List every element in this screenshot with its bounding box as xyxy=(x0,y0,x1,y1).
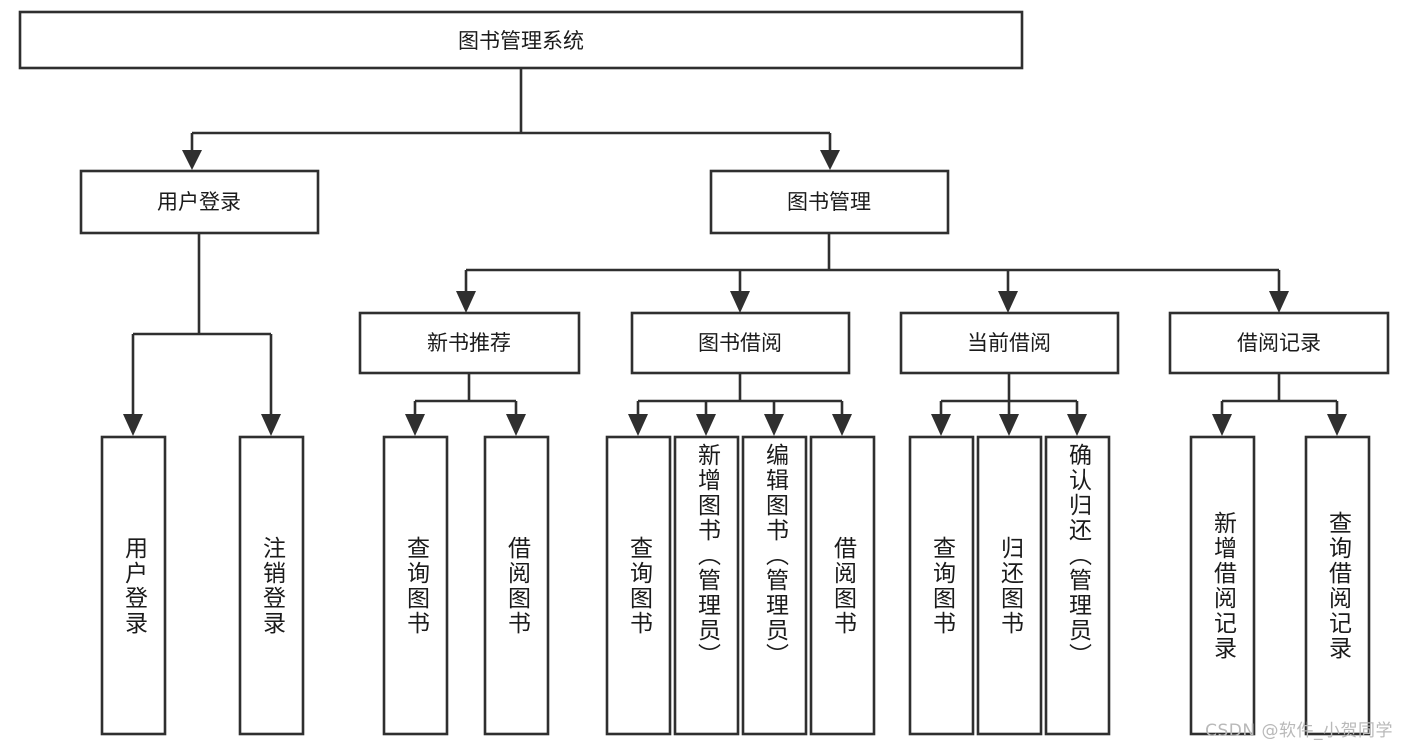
node-current-borrow[interactable]: 当前借阅 xyxy=(899,311,1120,375)
arrow-to-borrow-record-icon xyxy=(1269,291,1289,313)
node-book-borrow[interactable]: 图书借阅 xyxy=(630,311,851,375)
arrow-leaf-add-record-icon xyxy=(1212,414,1232,436)
node-new-book-recommend-label: 新书推荐 xyxy=(427,331,511,355)
arrow-leaf-query-book-2-icon xyxy=(628,414,648,436)
leaf-box-group xyxy=(100,435,1371,736)
node-root-box[interactable] xyxy=(18,10,1024,70)
arrow-leaf-confirm-return-icon xyxy=(1067,414,1087,436)
arrow-leaf-edit-book-icon xyxy=(764,414,784,436)
node-leaf-query-record-box[interactable] xyxy=(1304,435,1371,736)
node-book-borrow-box[interactable] xyxy=(630,311,851,375)
arrow-leaf-borrow-book-1-icon xyxy=(506,414,526,436)
node-new-book-recommend-box[interactable] xyxy=(358,311,581,375)
node-leaf-query-book-1-box[interactable] xyxy=(382,435,449,736)
node-current-borrow-label: 当前借阅 xyxy=(967,331,1051,355)
node-book-borrow-label: 图书借阅 xyxy=(698,331,782,355)
node-book-management-label: 图书管理 xyxy=(787,190,871,214)
node-borrow-record-box[interactable] xyxy=(1168,311,1390,375)
node-leaf-logout-box[interactable] xyxy=(238,435,305,736)
node-leaf-add-book-box[interactable] xyxy=(673,435,740,736)
node-leaf-confirm-return-box[interactable] xyxy=(1044,435,1111,736)
arrow-to-current-borrow-icon xyxy=(998,291,1018,313)
arrow-to-user-login-icon xyxy=(182,150,202,170)
node-new-book-recommend[interactable]: 新书推荐 xyxy=(358,311,581,375)
node-leaf-query-book-3-box[interactable] xyxy=(908,435,975,736)
node-current-borrow-box[interactable] xyxy=(899,311,1120,375)
node-book-management-box[interactable] xyxy=(709,169,950,235)
arrow-leaf-logout-icon xyxy=(261,414,281,436)
arrow-leaf-query-book-3-icon xyxy=(931,414,951,436)
node-user-login[interactable]: 用户登录 xyxy=(79,169,320,235)
node-borrow-record[interactable]: 借阅记录 xyxy=(1168,311,1390,375)
arrow-to-new-book-recommend-icon xyxy=(456,291,476,313)
node-leaf-query-book-2-box[interactable] xyxy=(605,435,672,736)
node-book-management[interactable]: 图书管理 xyxy=(709,169,950,235)
arrow-leaf-query-record-icon xyxy=(1327,414,1347,436)
node-root-label: 图书管理系统 xyxy=(458,29,584,53)
node-leaf-user-login-box[interactable] xyxy=(100,435,167,736)
node-leaf-return-book-box[interactable] xyxy=(976,435,1043,736)
arrow-leaf-return-book-icon xyxy=(999,414,1019,436)
edge-group xyxy=(123,68,1347,436)
node-borrow-record-label: 借阅记录 xyxy=(1237,331,1321,355)
arrow-to-book-management-icon xyxy=(820,150,840,170)
node-leaf-borrow-book-1-box[interactable] xyxy=(483,435,550,736)
arrow-to-book-borrow-icon xyxy=(730,291,750,313)
node-leaf-borrow-book-2-box[interactable] xyxy=(809,435,876,736)
arrow-leaf-query-book-1-icon xyxy=(405,414,425,436)
arrow-leaf-borrow-book-2-icon xyxy=(832,414,852,436)
node-root[interactable]: 图书管理系统 xyxy=(18,10,1024,70)
node-leaf-add-record-box[interactable] xyxy=(1189,435,1256,736)
node-user-login-box[interactable] xyxy=(79,169,320,235)
arrow-leaf-user-login-icon xyxy=(123,414,143,436)
arrow-leaf-add-book-icon xyxy=(696,414,716,436)
node-leaf-edit-book-box[interactable] xyxy=(741,435,808,736)
csdn-watermark: CSDN @软件_小贺同学 xyxy=(1205,721,1393,741)
node-user-login-label: 用户登录 xyxy=(157,190,241,214)
